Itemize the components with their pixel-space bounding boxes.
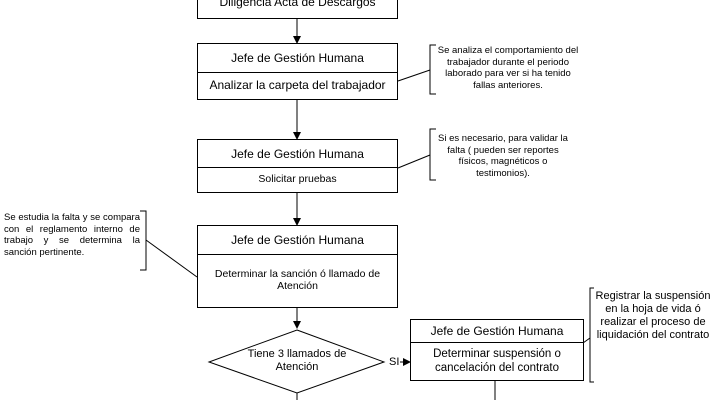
- note-bracket-4: [589, 287, 594, 383]
- step-task-determinar-sancion: Determinar la sanción ó llamado de Atenc…: [214, 268, 381, 292]
- decision-yes-label: SI: [389, 356, 400, 368]
- step-task-solicitar: Solicitar pruebas: [258, 173, 337, 185]
- step-box-analizar: Jefe de Gestión Humana Analizar la carpe…: [197, 43, 398, 100]
- step-task-diligencia: Diligencia Acta de Descargos: [219, 0, 376, 9]
- note-leader-3: [145, 239, 198, 278]
- step-box-diligencia: Diligencia Acta de Descargos: [197, 0, 398, 19]
- step-box-determinar-sancion: Jefe de Gestión Humana Determinar la san…: [197, 225, 398, 308]
- step-role-solicitar: Jefe de Gestión Humana: [198, 140, 397, 168]
- note-analizar: Se analiza el comportamiento del trabaja…: [437, 45, 579, 91]
- note-suspension: Registrar la suspensión en la hoja de vi…: [595, 290, 711, 341]
- step-box-suspension: Jefe de Gestión Humana Determinar suspen…: [410, 319, 584, 381]
- note-leader-2: [397, 154, 431, 169]
- step-role-suspension: Jefe de Gestión Humana: [411, 320, 583, 343]
- note-bracket-2: [429, 128, 436, 181]
- note-leader-1: [397, 69, 431, 82]
- step-task-suspension: Determinar suspensión o cancelación del …: [433, 347, 561, 374]
- note-bracket-3: [140, 210, 147, 271]
- step-role-analizar: Jefe de Gestión Humana: [198, 44, 397, 73]
- note-determinar-sancion: Se estudia la falta y se compara con el …: [4, 212, 140, 258]
- step-box-solicitar: Jefe de Gestión Humana Solicitar pruebas: [197, 139, 398, 193]
- step-role-determinar-sancion: Jefe de Gestión Humana: [198, 226, 397, 255]
- note-leader-4: [582, 337, 591, 344]
- note-solicitar: Si es necesario, para validar la falta (…: [438, 133, 568, 179]
- note-bracket-1: [429, 44, 436, 95]
- decision-diamond: [207, 329, 386, 394]
- decision-text: Tiene 3 llamados de Atención: [247, 348, 347, 373]
- step-task-analizar: Analizar la carpeta del trabajador: [209, 78, 386, 92]
